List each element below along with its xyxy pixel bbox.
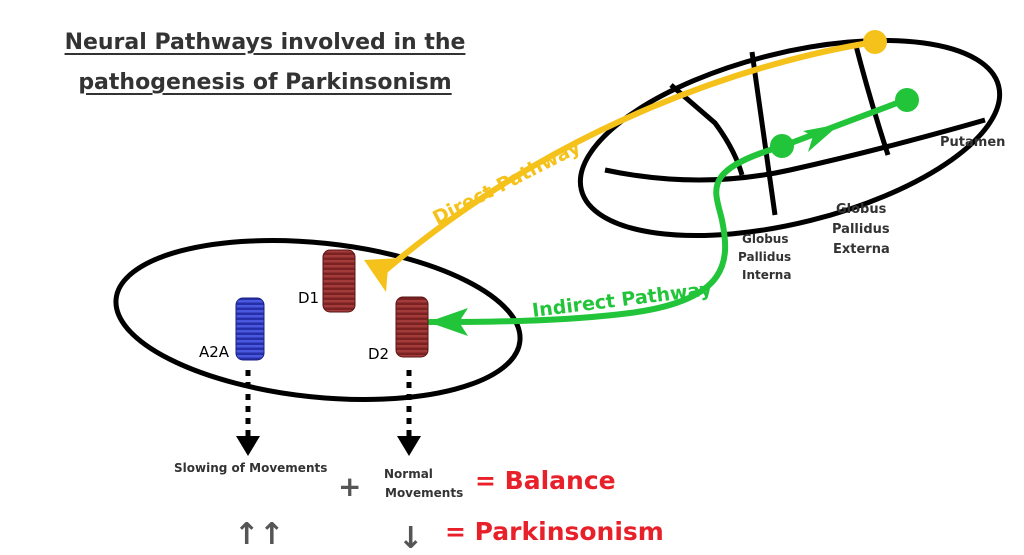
d1-label: D1 (298, 289, 319, 307)
d2-down-arrow (397, 370, 421, 456)
receptor-ellipse (113, 238, 523, 402)
direct-pathway-label: Direct Pathway (429, 136, 584, 230)
svg-text:Pallidus: Pallidus (738, 250, 791, 264)
svg-text:Globus: Globus (742, 232, 788, 246)
d2-receptor: D2 (368, 296, 429, 363)
divider-1 (669, 83, 745, 176)
a2a-label: A2A (199, 343, 230, 361)
normal-label-line2: Movements (385, 486, 463, 500)
svg-text:Globus: Globus (836, 202, 887, 217)
indirect-origin-gpe (895, 88, 919, 112)
down-arrow-symbol: ↓ (398, 521, 423, 555)
putamen-label: Putamen (940, 135, 1005, 150)
direct-pathway-origin (863, 30, 887, 54)
title-line-2: pathogenesis of Parkinsonism (78, 70, 452, 95)
indirect-pathway-arrowhead (428, 308, 468, 336)
a2a-receptor: A2A (199, 297, 265, 361)
direct-pathway-arrowhead (364, 258, 402, 292)
d2-label: D2 (368, 345, 389, 363)
d1-receptor: D1 (298, 249, 356, 313)
svg-text:Externa: Externa (833, 242, 890, 257)
title-line-1: Neural Pathways involved in the (64, 30, 466, 55)
direct-pathway: Direct Pathway (364, 30, 887, 292)
divider-2 (749, 51, 778, 216)
normal-label-line1: Normal (384, 467, 433, 481)
slowing-label: Slowing of Movements (174, 461, 327, 475)
direct-pathway-line (377, 39, 878, 278)
svg-text:Pallidus: Pallidus (832, 222, 890, 237)
a2a-down-arrow (236, 370, 260, 456)
divider-horizontal (604, 117, 986, 183)
gpi-label: Globus Pallidus Interna (738, 232, 791, 282)
indirect-pathway-line (427, 97, 908, 325)
indirect-mid-arrowhead (803, 124, 840, 152)
basal-ganglia-ellipse (577, 37, 1003, 239)
parkinsonism-label: = Parkinsonism (445, 517, 664, 546)
plus-sign: + (338, 470, 361, 503)
svg-text:Interna: Interna (742, 268, 791, 282)
up-arrows: ↑↑ (234, 517, 284, 552)
balance-label: = Balance (475, 466, 616, 495)
divider-3 (852, 41, 891, 156)
indirect-node-gpi (770, 134, 794, 158)
gpe-label: Globus Pallidus Externa (832, 202, 890, 257)
